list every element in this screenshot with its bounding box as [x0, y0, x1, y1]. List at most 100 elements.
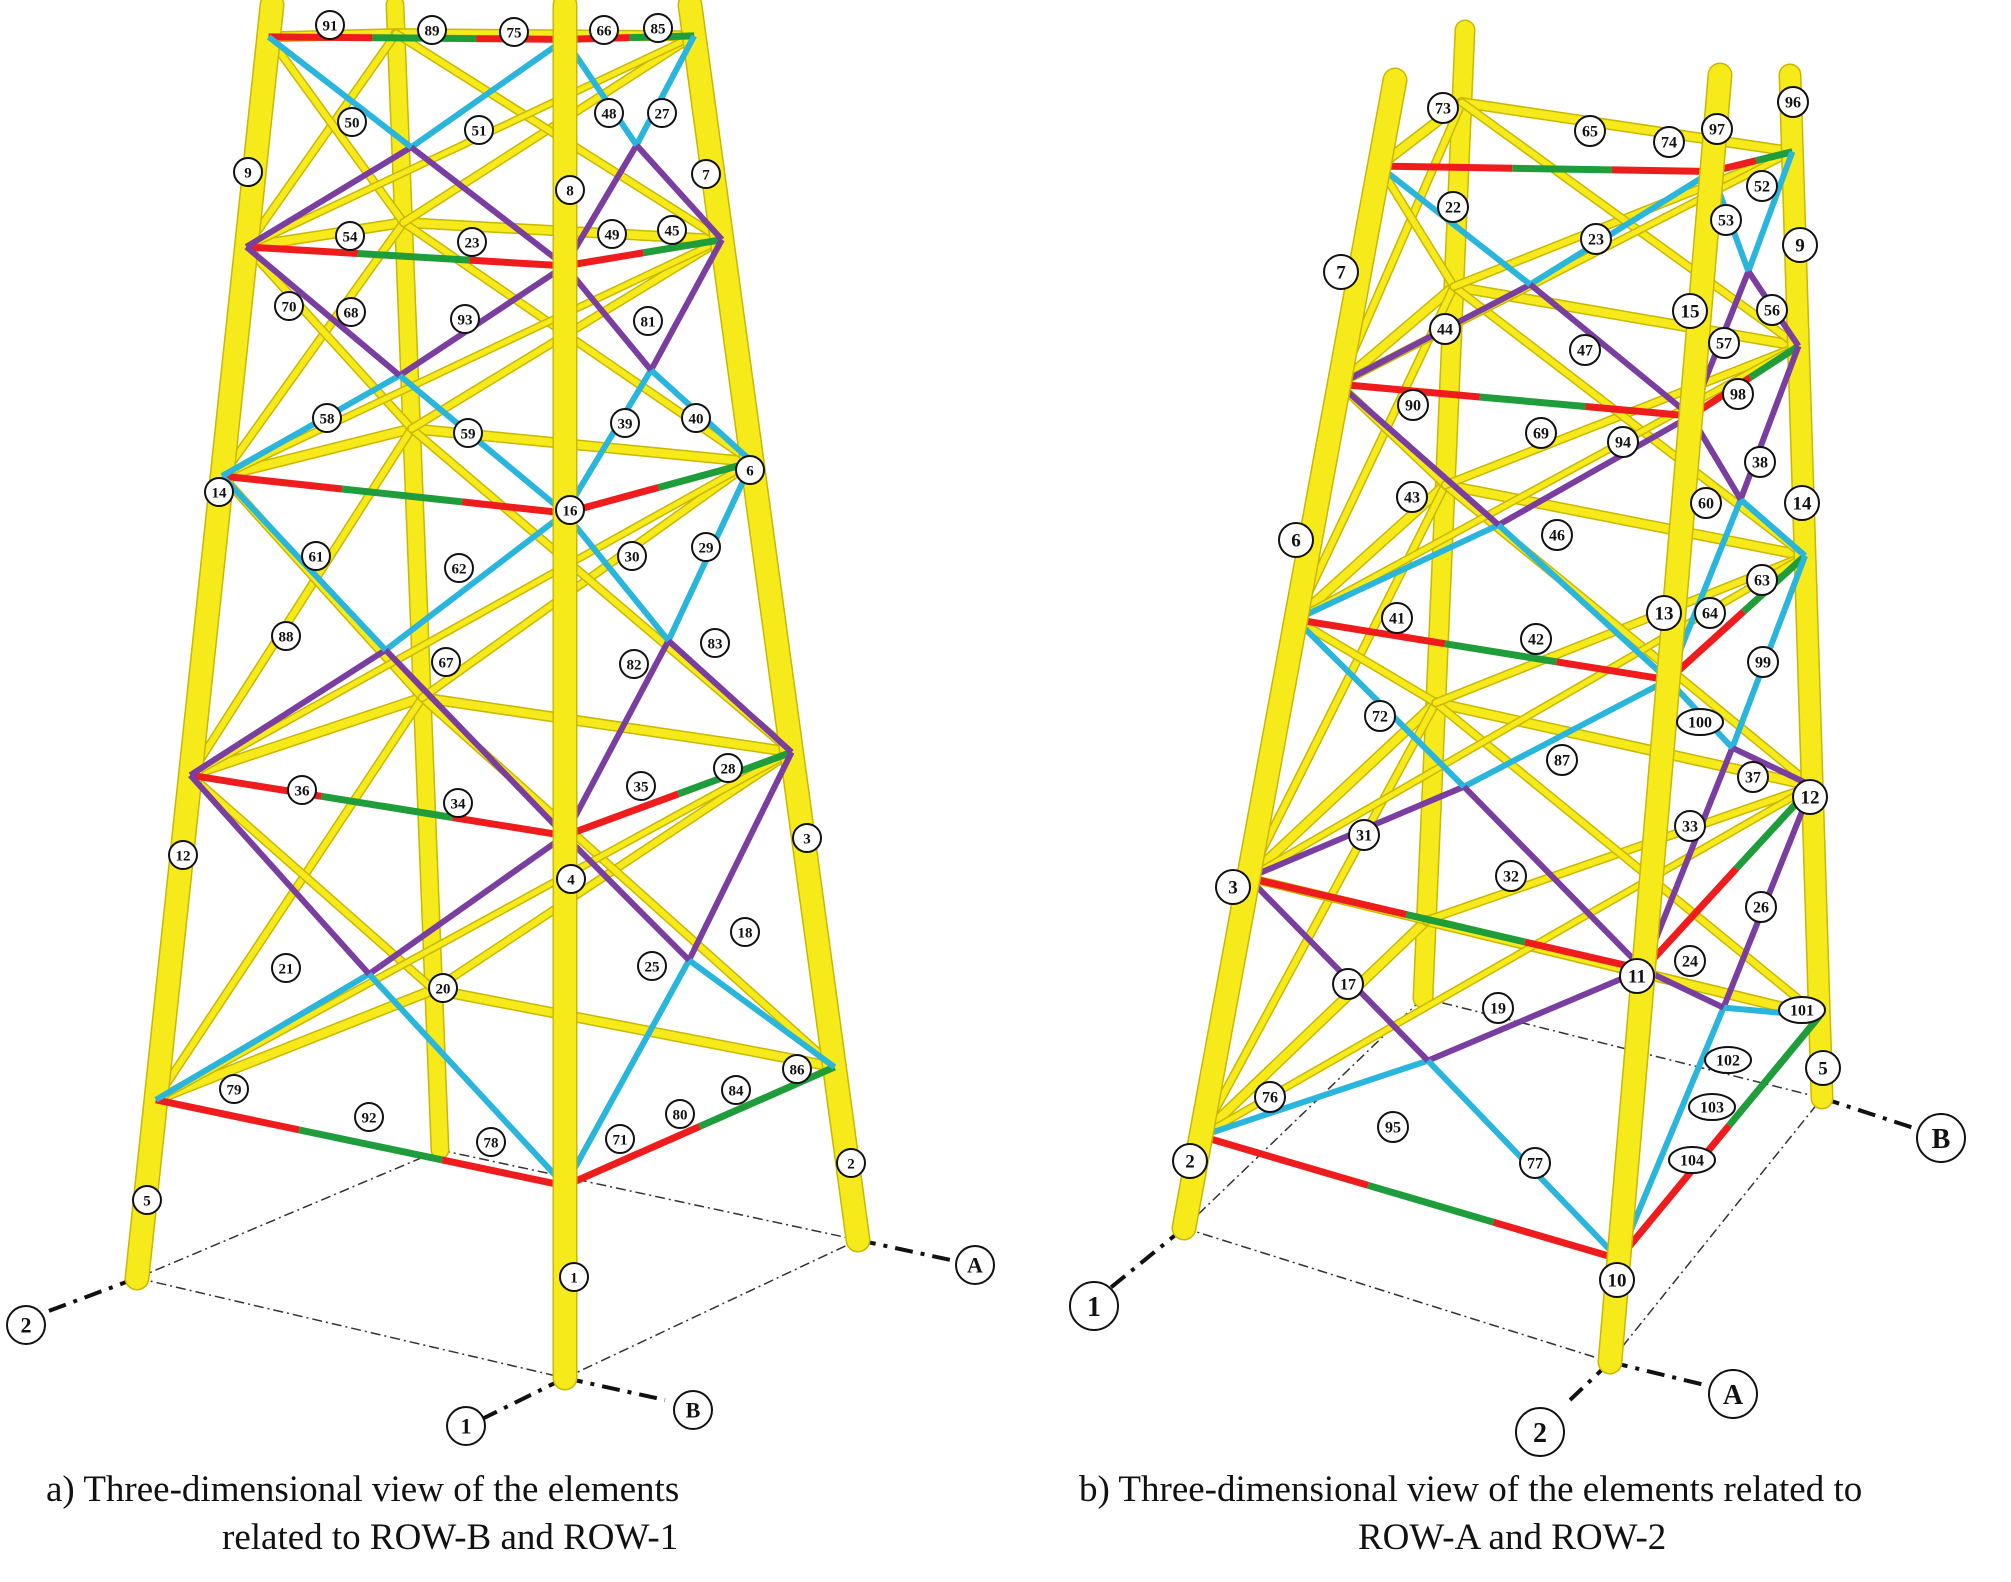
tower-b-label-100-text: 100 — [1688, 715, 1712, 732]
tower-a-label-80-ring — [665, 1099, 695, 1129]
tower-b-label-76-text: 76 — [1262, 1090, 1278, 1107]
tower-b-face2-horizontal-4-b — [1755, 148, 1794, 165]
tower-a-label-67-text: 67 — [439, 655, 455, 671]
tower-b-label-69-text: 69 — [1533, 426, 1549, 443]
tower-a-label-71-text: 71 — [613, 1132, 628, 1148]
tower-b-label-7-text: 7 — [1336, 263, 1346, 284]
tower-b-face2-brace-0-a — [1616, 1006, 1727, 1261]
axis-label-b-2: 2 — [1515, 1407, 1565, 1457]
tower-b-label-104: 104 — [1668, 1146, 1716, 1174]
tower-a-label-61-ring — [301, 541, 331, 571]
tower-a-right-leg — [679, 0, 869, 1251]
tower-a-label-16-ring — [555, 495, 585, 525]
tower-a-face2-horizontal-3-a — [564, 249, 645, 270]
tower-b-left-leg — [1173, 69, 1406, 1239]
tower-b-label-17-ring — [1332, 968, 1364, 1000]
tower-b-label-73-ring — [1427, 92, 1459, 124]
axis-label-a-A-text: A — [967, 1253, 983, 1278]
tower-a-label-27-ring — [647, 98, 677, 128]
tower-a-back-horizontal-1 — [186, 693, 427, 780]
tower-a-label-2: 2 — [836, 1148, 866, 1178]
tower-b-label-52: 52 — [1746, 170, 1778, 202]
tower-b-label-22-ring — [1437, 191, 1469, 223]
tower-b-label-41-ring — [1381, 602, 1413, 634]
tower-b-label-24: 24 — [1674, 945, 1706, 977]
tower-a-label-12-text: 12 — [176, 848, 191, 864]
tower-a-label-28: 28 — [713, 753, 743, 783]
tower-a-label-12: 12 — [168, 840, 198, 870]
ground-line-a2 — [564, 1239, 859, 1379]
tower-a-plan-brace-0 — [153, 749, 795, 1103]
tower-a-label-86-ring — [782, 1054, 812, 1084]
tower-a-face1-brace-2-d — [244, 244, 402, 378]
tower-a-left-leg — [126, 0, 283, 1289]
tower-b-label-95-text: 95 — [1385, 1120, 1401, 1137]
tower-b-back-brace-0d — [1432, 699, 1823, 1020]
axis-label-b-2-text: 2 — [1533, 1418, 1547, 1449]
tower-b-back-horizontal-3 — [1335, 282, 1458, 389]
tower-b-face1-brace-0-b — [1426, 966, 1645, 1064]
tower-b-label-37-text: 37 — [1745, 770, 1761, 787]
tower-a-label-6-ring — [735, 455, 765, 485]
tower-a-label-70-ring — [274, 291, 304, 321]
tower-a-label-91-text: 91 — [323, 18, 338, 34]
tower-b-face1-horizontal-4-b — [1512, 164, 1613, 174]
tower-a-label-9-text: 9 — [244, 165, 252, 181]
tower-a-face1-brace-3-a — [244, 144, 413, 250]
tower-a-label-18-text: 18 — [738, 925, 753, 941]
tower-b-face1-brace-3-c — [1528, 282, 1693, 419]
tower-a-label-88-ring — [271, 621, 301, 651]
tower-a-face2-brace-0-c — [687, 957, 837, 1070]
tower-b-label-102: 102 — [1704, 1046, 1752, 1074]
tower-b-back-horizontal-0 — [1196, 916, 1431, 1141]
tower-a-label-48-text: 48 — [602, 106, 617, 122]
tower-b-label-77-ring — [1519, 1147, 1551, 1179]
tower-a-label-12-ring — [168, 840, 198, 870]
tower-a-back-brace-3a — [243, 30, 400, 250]
tower-a-label-29-text: 29 — [699, 540, 714, 556]
axis-line-a-2 — [29, 1276, 138, 1320]
tower-a-label-25: 25 — [637, 951, 667, 981]
tower-a-label-82: 82 — [619, 649, 649, 679]
tower-a-label-75: 75 — [499, 17, 529, 47]
tower-a-face1-brace-3-b — [409, 36, 567, 150]
tower-b-label-5-ring — [1805, 1050, 1841, 1086]
axis-label-a-2-ring — [6, 1305, 46, 1345]
tower-b-label-72: 72 — [1364, 700, 1396, 732]
tower-a-label-29: 29 — [691, 532, 721, 562]
tower-b-label-101: 101 — [1778, 996, 1826, 1024]
tower-a-back-leg — [387, 0, 448, 1158]
tower-b-label-13: 13 — [1646, 595, 1682, 631]
tower-b-label-60-text: 60 — [1698, 496, 1714, 513]
tower-b-label-11-text: 11 — [1628, 967, 1646, 988]
tower-b-label-5-text: 5 — [1818, 1059, 1828, 1080]
tower-b-label-44-text: 44 — [1437, 322, 1453, 339]
tower-a-label-83-text: 83 — [708, 636, 723, 652]
tower-b-label-52-ring — [1746, 170, 1778, 202]
tower-b-face1-brace-2-a — [1294, 522, 1500, 623]
tower-a-label-1-ring — [559, 1262, 589, 1292]
axis-line-b-A — [1609, 1360, 1706, 1387]
tower-a-label-1-text: 1 — [570, 1270, 578, 1286]
ground-line-a1 — [136, 1277, 566, 1379]
tower-b-face1-horizontal-4-c — [1611, 166, 1712, 176]
tower-a-face2-brace-2-a — [562, 368, 654, 515]
tower-b-face1-horizontal-3-c — [1585, 403, 1692, 420]
tower-a-label-4-ring — [556, 864, 586, 894]
tower-a-label-27: 27 — [647, 98, 677, 128]
tower-a-label-91-ring — [315, 10, 345, 40]
tower-b-label-77-text: 77 — [1527, 1156, 1543, 1173]
tower-a-face1-horizontal-3-c — [469, 256, 566, 270]
tower-b-label-69-ring — [1525, 417, 1557, 449]
tower-a-label-4: 4 — [556, 864, 586, 894]
tower-a-label-79-text: 79 — [227, 1082, 242, 1098]
tower-b-label-23: 23 — [1580, 223, 1612, 255]
axis-label-a-2: 2 — [6, 1305, 46, 1345]
tower-a-face1-brace-1-c — [383, 647, 568, 838]
tower-a-label-48-ring — [594, 98, 624, 128]
tower-b-label-97-text: 97 — [1709, 122, 1725, 139]
tower-b-label-15-ring — [1672, 293, 1708, 329]
tower-b-label-3: 3 — [1215, 869, 1251, 905]
tower-b-back-brace-3b — [1376, 163, 1457, 290]
tower-a-label-35-text: 35 — [634, 779, 649, 795]
